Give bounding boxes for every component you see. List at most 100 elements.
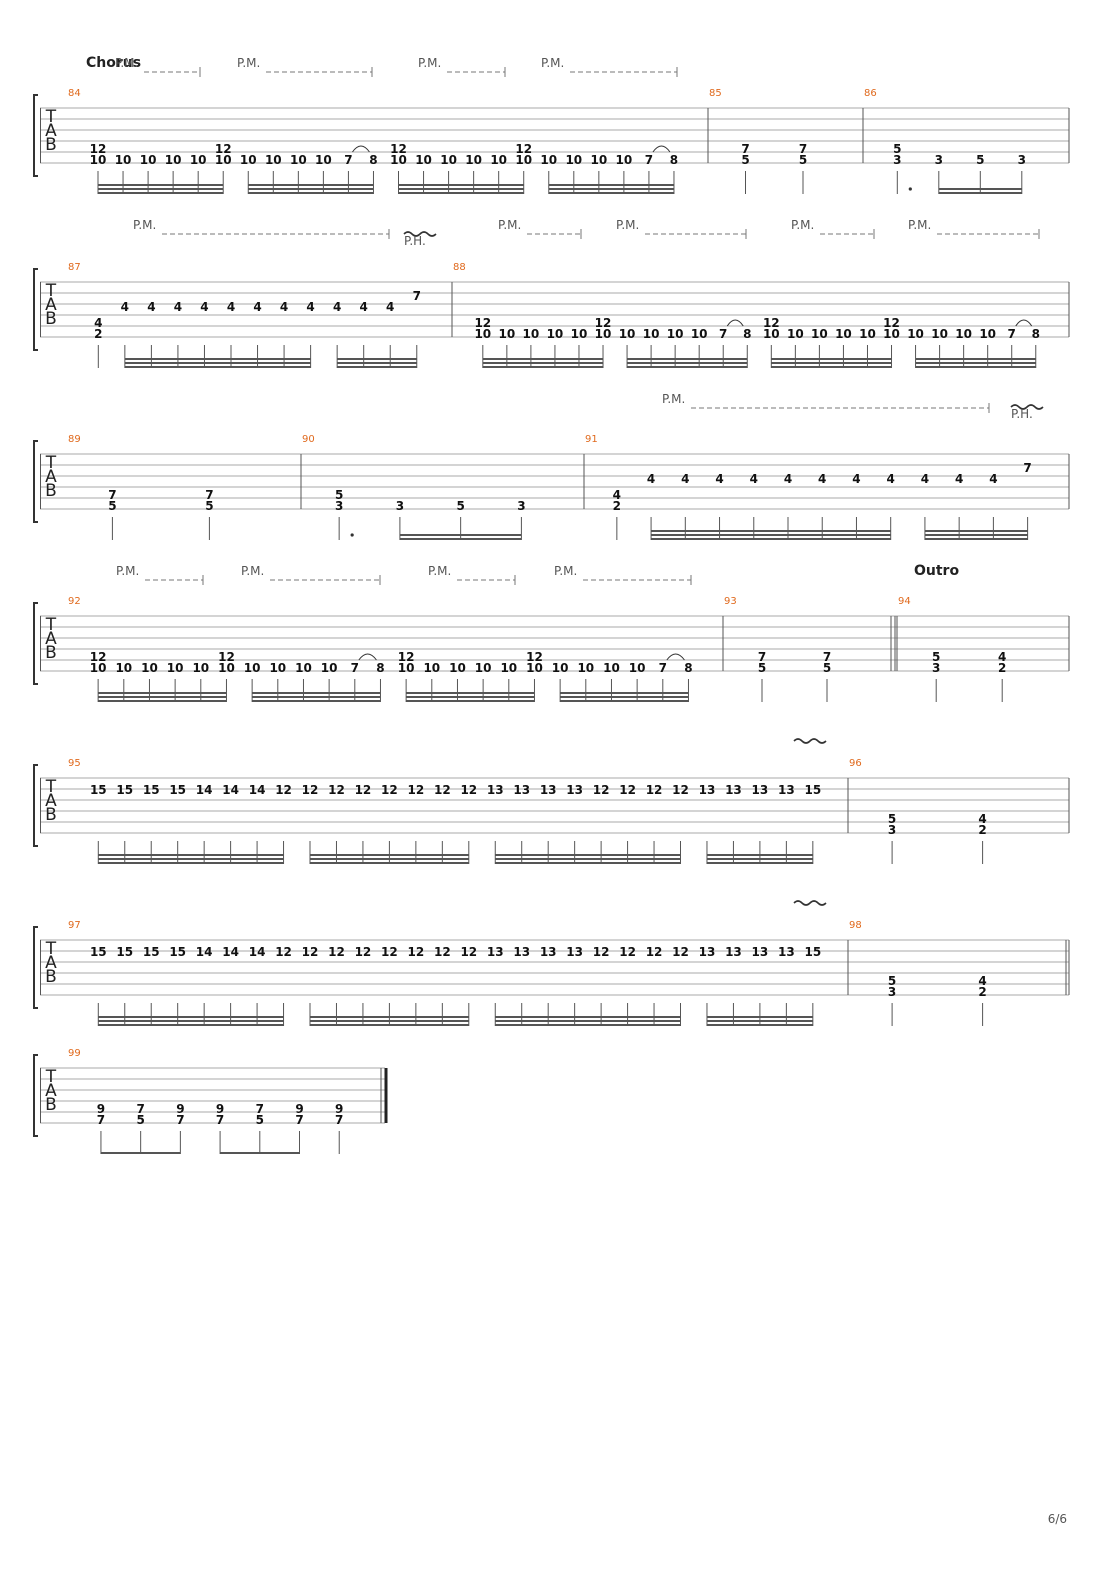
fret-number: 15 — [116, 783, 133, 797]
fret-number: 13 — [699, 945, 716, 959]
fret-number: 12 — [355, 945, 372, 959]
beam — [651, 538, 891, 540]
fret-number: 8 — [743, 327, 751, 341]
beam — [482, 366, 604, 368]
fret-number: 14 — [249, 783, 266, 797]
fret-number: 13 — [487, 945, 504, 959]
fret-number: 7 — [335, 1113, 343, 1127]
measure-number: 84 — [68, 88, 81, 99]
fret-number: 5 — [888, 974, 896, 988]
measure-number: 89 — [68, 434, 81, 445]
measure-number: 93 — [724, 596, 737, 607]
fret-number: 8 — [376, 661, 384, 675]
fret-number: 8 — [1032, 327, 1040, 341]
fret-number: 7 — [659, 661, 667, 675]
fret-number: 4 — [306, 300, 314, 314]
fret-number: 13 — [725, 783, 742, 797]
fret-number: 10 — [577, 661, 594, 675]
fret-number: 15 — [143, 783, 160, 797]
hammer-on-slur — [726, 319, 744, 327]
fret-number: 4 — [613, 488, 621, 502]
fret-number: 12 — [90, 142, 107, 156]
beam — [124, 362, 311, 364]
tab-clef-letter: B — [45, 967, 57, 987]
fret-number: 10 — [290, 153, 307, 167]
palm-mute-label: P.M. — [498, 218, 521, 232]
fret-number: 12 — [390, 142, 407, 156]
beam — [771, 358, 892, 360]
beam — [248, 192, 374, 194]
tab-clef-letter: T — [45, 107, 57, 127]
fret-number: 7 — [216, 1113, 224, 1127]
fret-number: 10 — [955, 327, 972, 341]
beam — [938, 188, 1022, 190]
beam — [627, 366, 748, 368]
beam — [98, 696, 227, 698]
fret-number: 10 — [321, 661, 338, 675]
tab-clef-letter: A — [45, 953, 57, 973]
fret-number: 10 — [571, 327, 588, 341]
fret-number: 10 — [540, 153, 557, 167]
beam — [706, 858, 813, 860]
fret-number: 10 — [90, 153, 107, 167]
fret-number: 13 — [540, 783, 557, 797]
fret-number: 10 — [515, 153, 532, 167]
fret-number: 10 — [440, 153, 457, 167]
measure-number: 86 — [864, 88, 877, 99]
fret-number: 10 — [115, 153, 132, 167]
fret-number: 10 — [603, 661, 620, 675]
tab-clef-letter: A — [45, 791, 57, 811]
tab-clef-letter: B — [45, 481, 57, 501]
tab-clef-letter: B — [45, 643, 57, 663]
beam — [337, 366, 417, 368]
fret-number: 10 — [590, 153, 607, 167]
fret-number: 12 — [593, 783, 610, 797]
beam — [495, 862, 681, 864]
tab-clef-letter: B — [45, 1095, 57, 1115]
fret-number: 4 — [386, 300, 394, 314]
fret-number: 9 — [176, 1102, 184, 1116]
beam — [252, 700, 381, 702]
beam — [651, 534, 891, 536]
measure-number: 96 — [849, 758, 862, 769]
fret-number: 7 — [719, 327, 727, 341]
tab-clef-letter: T — [45, 777, 57, 797]
fret-number: 5 — [456, 499, 464, 513]
fret-number: 12 — [408, 783, 425, 797]
fret-number: 2 — [978, 823, 986, 837]
fret-number: 10 — [619, 327, 636, 341]
system-bracket — [33, 268, 38, 351]
beam — [124, 358, 311, 360]
pinch-harmonic-label: P.H. — [404, 234, 426, 248]
fret-number: 12 — [672, 783, 689, 797]
beam — [706, 1024, 813, 1026]
fret-number: 14 — [196, 783, 213, 797]
beam — [98, 692, 227, 694]
fret-number: 10 — [595, 327, 612, 341]
beam — [406, 700, 535, 702]
fret-number: 4 — [998, 650, 1006, 664]
fret-number: 5 — [823, 661, 831, 675]
fret-number: 7 — [176, 1113, 184, 1127]
beam — [98, 854, 284, 856]
fret-number: 10 — [787, 327, 804, 341]
beam — [220, 1152, 300, 1154]
fret-number: 7 — [136, 1102, 144, 1116]
fret-number: 12 — [460, 783, 477, 797]
fret-number: 4 — [681, 472, 689, 486]
fret-number: 10 — [498, 327, 515, 341]
fret-number: 12 — [763, 316, 780, 330]
system-bracket — [33, 926, 38, 1009]
fret-number: 13 — [778, 783, 795, 797]
fret-number: 10 — [859, 327, 876, 341]
system-bracket — [33, 94, 38, 177]
dot — [908, 187, 912, 191]
fret-number: 7 — [108, 488, 116, 502]
measure-number: 92 — [68, 596, 81, 607]
palm-mute-label: P.M. — [418, 56, 441, 70]
fret-number: 2 — [978, 985, 986, 999]
fret-number: 10 — [490, 153, 507, 167]
measure-number: 88 — [453, 262, 466, 273]
